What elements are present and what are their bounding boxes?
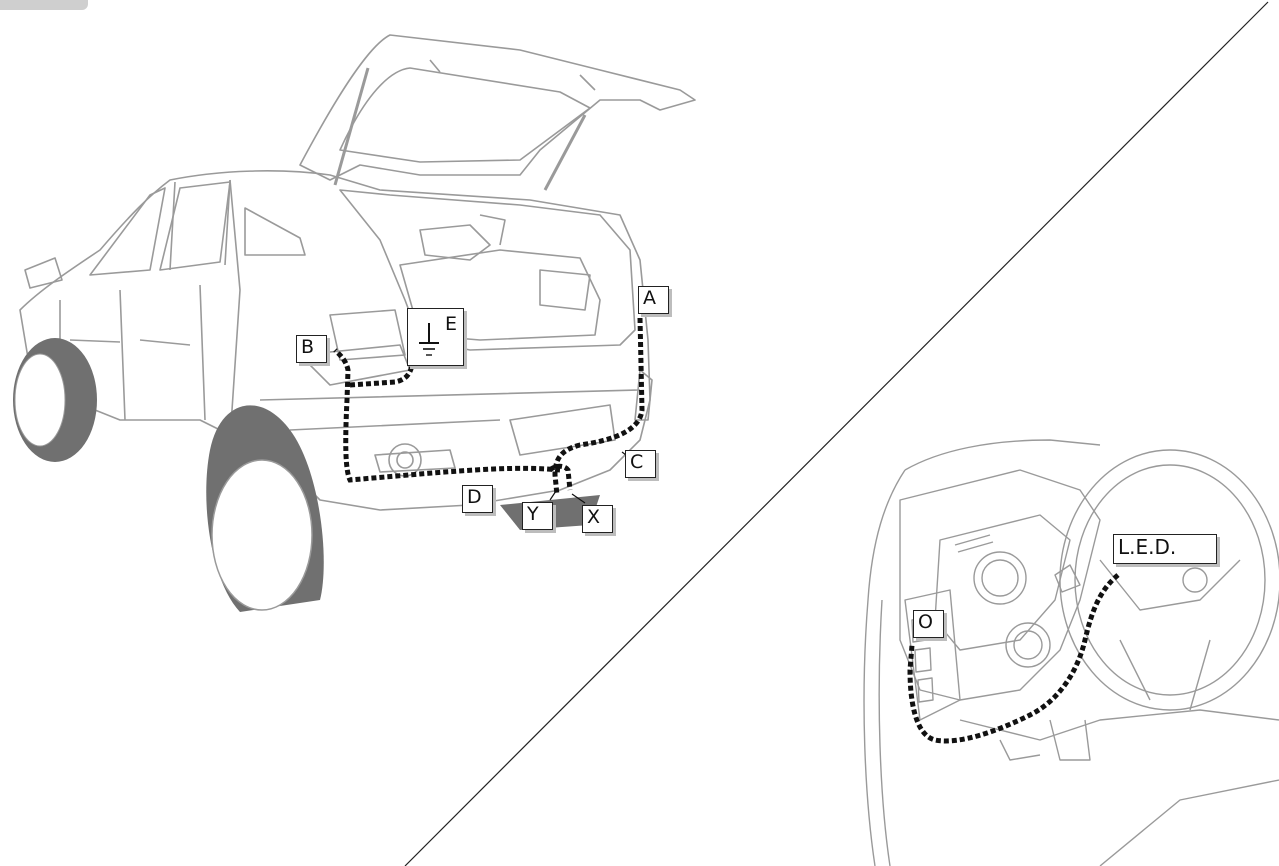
car-tyres — [13, 338, 600, 612]
label-led: L.E.D. — [1113, 534, 1217, 564]
label-x: X — [582, 505, 613, 533]
label-a: A — [638, 286, 669, 314]
label-e: E — [444, 313, 457, 335]
car-outline — [19, 34, 696, 511]
dashboard-outline — [863, 439, 1279, 866]
corner-tab — [0, 0, 88, 10]
label-c: C — [625, 450, 656, 478]
earth-label-box: E — [407, 308, 464, 366]
divider-line — [404, 1, 1269, 866]
car-wiring — [333, 317, 645, 496]
label-d: D — [462, 485, 493, 513]
label-y: Y — [522, 502, 553, 530]
label-o: O — [913, 610, 944, 638]
ground-symbol-icon — [419, 323, 439, 356]
dashboard-wiring — [907, 573, 1120, 744]
label-b: B — [296, 335, 327, 363]
